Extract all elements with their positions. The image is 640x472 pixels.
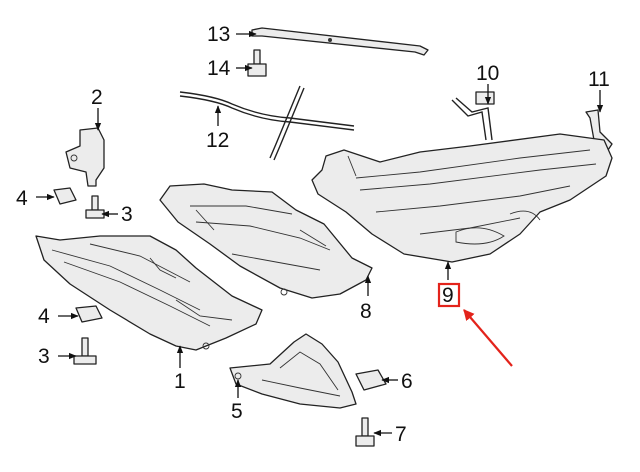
callout-1: 1 bbox=[174, 370, 186, 393]
screw-3a-part bbox=[85, 195, 105, 219]
callout-11: 11 bbox=[588, 68, 610, 91]
callout-7: 7 bbox=[395, 423, 407, 446]
clip-nut-4a-part bbox=[53, 187, 77, 205]
bolt-14-part bbox=[247, 49, 267, 77]
screw-7-part bbox=[355, 417, 375, 447]
callout-4-top: 4 bbox=[16, 187, 28, 210]
callout-3-top: 3 bbox=[121, 203, 133, 226]
cross-brace-part bbox=[179, 85, 355, 161]
highlight-arrow bbox=[463, 309, 513, 367]
rear-undercover-9-part bbox=[311, 133, 613, 263]
bracket-11-part bbox=[585, 109, 613, 151]
clip-nut-4b-part bbox=[75, 305, 103, 323]
callout-3-bottom: 3 bbox=[38, 345, 50, 368]
callout-12: 12 bbox=[206, 129, 229, 152]
highlight-box bbox=[437, 282, 461, 308]
strut-bar-part bbox=[251, 27, 429, 56]
leader-lines bbox=[36, 30, 604, 437]
callout-14: 14 bbox=[207, 57, 231, 80]
callout-9: 9 bbox=[442, 284, 454, 307]
shield-5-part bbox=[229, 333, 357, 409]
callout-5: 5 bbox=[231, 400, 243, 423]
callout-8: 8 bbox=[360, 300, 372, 323]
callout-10: 10 bbox=[476, 62, 499, 85]
callout-6: 6 bbox=[401, 370, 413, 393]
screw-3b-part bbox=[73, 337, 97, 365]
front-undercover-1-part bbox=[35, 235, 263, 351]
callout-13: 13 bbox=[207, 23, 230, 46]
callout-2: 2 bbox=[91, 86, 103, 109]
clip-nut-6-part bbox=[355, 369, 387, 391]
bracket-2-part bbox=[65, 127, 105, 187]
callout-4-bottom: 4 bbox=[38, 305, 50, 328]
